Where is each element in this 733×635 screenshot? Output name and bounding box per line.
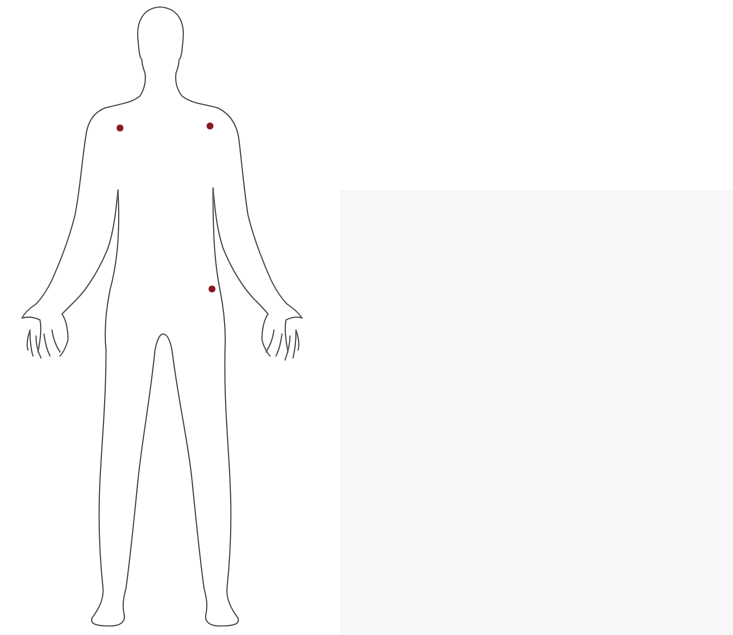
hand-panel-background bbox=[340, 190, 733, 635]
marker-right-shoulder bbox=[117, 125, 124, 132]
body-markers bbox=[117, 123, 216, 293]
marker-left-hip bbox=[209, 286, 216, 293]
marker-left-shoulder bbox=[207, 123, 214, 130]
body-outline bbox=[22, 7, 302, 626]
